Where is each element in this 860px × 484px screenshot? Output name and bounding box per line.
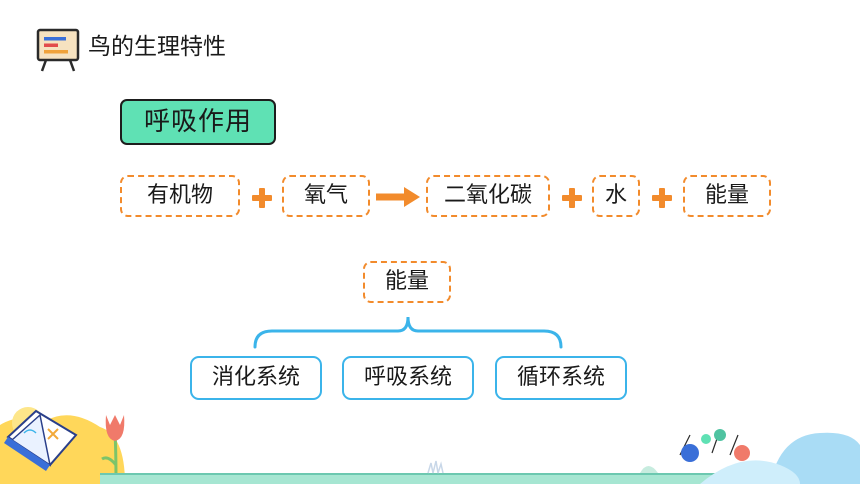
energy-box: 能量	[363, 261, 451, 303]
slide-title: 鸟的生理特性	[88, 34, 226, 60]
term-energy: 能量	[683, 175, 771, 217]
term-water: 水	[592, 175, 640, 217]
system-digestive: 消化系统	[190, 356, 322, 400]
arrow-right-icon	[376, 187, 420, 207]
presentation-board-icon	[36, 28, 80, 72]
system-respiratory: 呼吸系统	[342, 356, 474, 400]
term-oxygen: 氧气	[282, 175, 370, 217]
topic-heading: 呼吸作用	[120, 99, 276, 145]
open-book-icon	[4, 409, 78, 471]
curly-brace	[253, 316, 563, 349]
footer-decoration	[0, 407, 860, 484]
plus-icon	[562, 188, 582, 208]
plus-icon	[652, 188, 672, 208]
term-organic-matter: 有机物	[120, 175, 240, 217]
term-carbon-dioxide: 二氧化碳	[426, 175, 550, 217]
system-circulatory: 循环系统	[495, 356, 627, 400]
plus-icon	[252, 188, 272, 208]
